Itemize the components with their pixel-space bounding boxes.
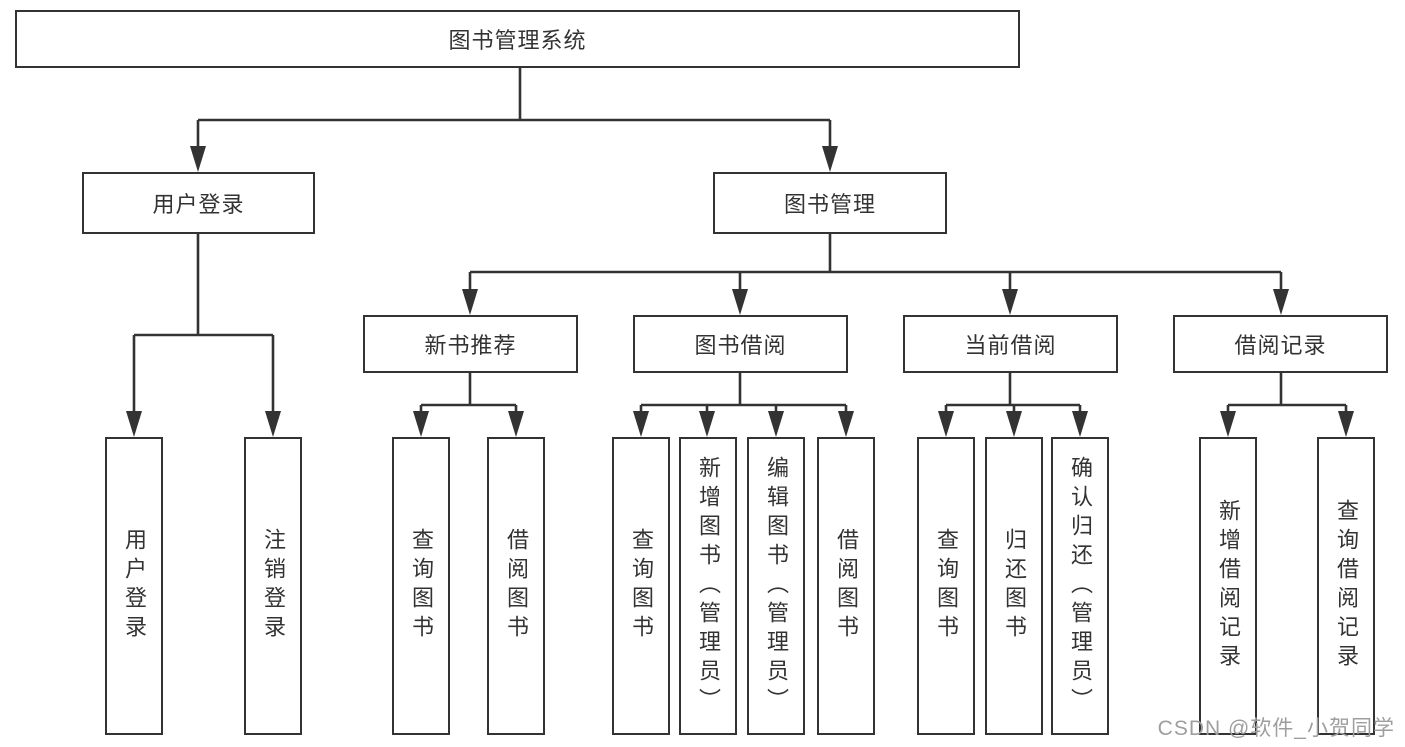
node-return-books: 归还图书 [985,437,1043,735]
node-label: 用户登录 [122,528,147,644]
node-borrow-records: 借阅记录 [1173,315,1388,373]
node-edit-books-admin: 编辑图书（管理员） [747,437,805,735]
node-label: 编辑图书（管理员） [764,455,789,717]
connector-user-login-children [132,234,275,418]
node-logout: 注销登录 [244,437,302,735]
node-add-borrow-record: 新增借阅记录 [1199,437,1257,735]
node-label: 新增图书（管理员） [696,455,721,717]
connector-root-to-level2 [196,68,832,152]
node-label: 查询借阅记录 [1334,499,1359,673]
node-borrow-books-recommend: 借阅图书 [487,437,545,735]
node-label: 查询图书 [409,528,434,644]
node-query-books-current: 查询图书 [917,437,975,735]
node-label: 查询图书 [934,528,959,644]
node-label: 确认归还（管理员） [1068,455,1093,717]
node-book-management: 图书管理 [713,172,947,234]
arrowhead-icons [126,146,1354,437]
node-label: 新增借阅记录 [1216,499,1241,673]
connector-new-book-children [419,373,518,418]
node-query-books-recommend: 查询图书 [392,437,450,735]
connector-segments [132,68,1348,418]
node-label: 借阅图书 [834,528,859,644]
node-new-book-recommend: 新书推荐 [363,315,578,373]
node-query-books-borrow: 查询图书 [612,437,670,735]
node-borrow-books-leaf: 借阅图书 [817,437,875,735]
node-query-borrow-record: 查询借阅记录 [1317,437,1375,735]
node-confirm-return-admin: 确认归还（管理员） [1051,437,1109,735]
node-book-borrow: 图书借阅 [633,315,848,373]
connector-borrow-records-children [1226,373,1348,418]
node-label: 借阅图书 [504,528,529,644]
node-user-login: 用户登录 [82,172,315,234]
arrowheads [126,146,1354,437]
node-user-login-leaf: 用户登录 [105,437,163,735]
node-library-management-system: 图书管理系统 [15,10,1020,68]
connector-book-borrow-children [639,373,848,418]
node-label: 归还图书 [1002,528,1027,644]
node-add-books-admin: 新增图书（管理员） [679,437,737,735]
node-label: 查询图书 [629,528,654,644]
connector-book-mgmt-to-level3 [468,234,1283,296]
node-current-borrow: 当前借阅 [903,315,1118,373]
watermark: CSDN @软件_小贺同学 [1157,717,1395,740]
node-label: 注销登录 [261,528,286,644]
